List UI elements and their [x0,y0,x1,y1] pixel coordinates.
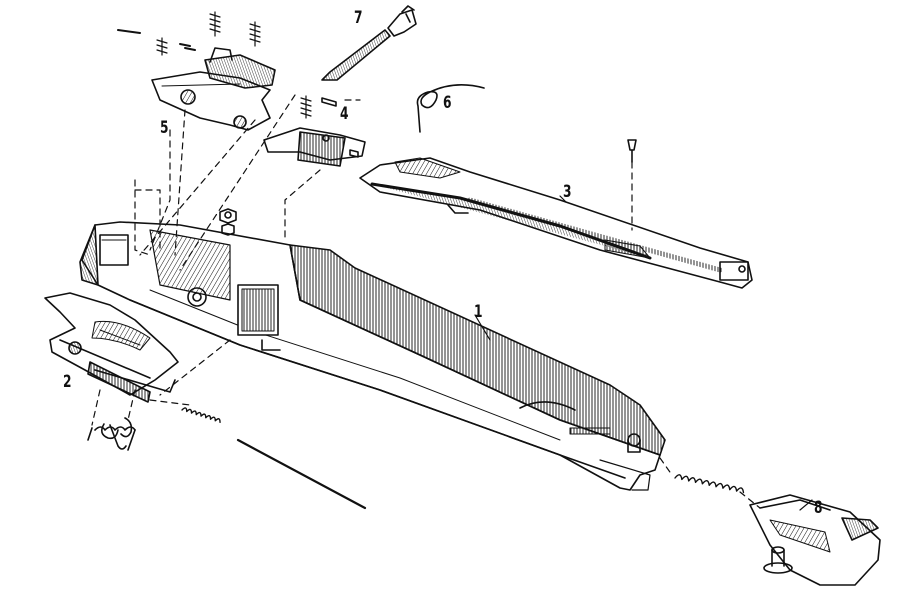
callout-2: 2 [63,372,72,392]
callout-8: 8 [814,498,823,518]
small-pin [263,97,366,167]
assembly-lines [91,94,761,509]
callout-7: 7 [354,8,363,28]
trigger-mechanism [117,11,312,131]
return-spring-front [181,407,221,424]
guide-rod [236,438,367,510]
end-cap [749,494,881,586]
operating-slide [359,139,753,289]
return-spring-rear [674,474,745,494]
callout-3: 3 [563,182,572,202]
receiver-housing [79,208,666,491]
firing-pin-rod [321,5,417,81]
torsion-spring [416,84,485,133]
callout-5: 5 [160,118,169,138]
leader-lines [474,195,813,511]
callout-6: 6 [443,93,452,113]
callout-4: 4 [340,104,349,124]
callout-1: 1 [474,302,483,322]
